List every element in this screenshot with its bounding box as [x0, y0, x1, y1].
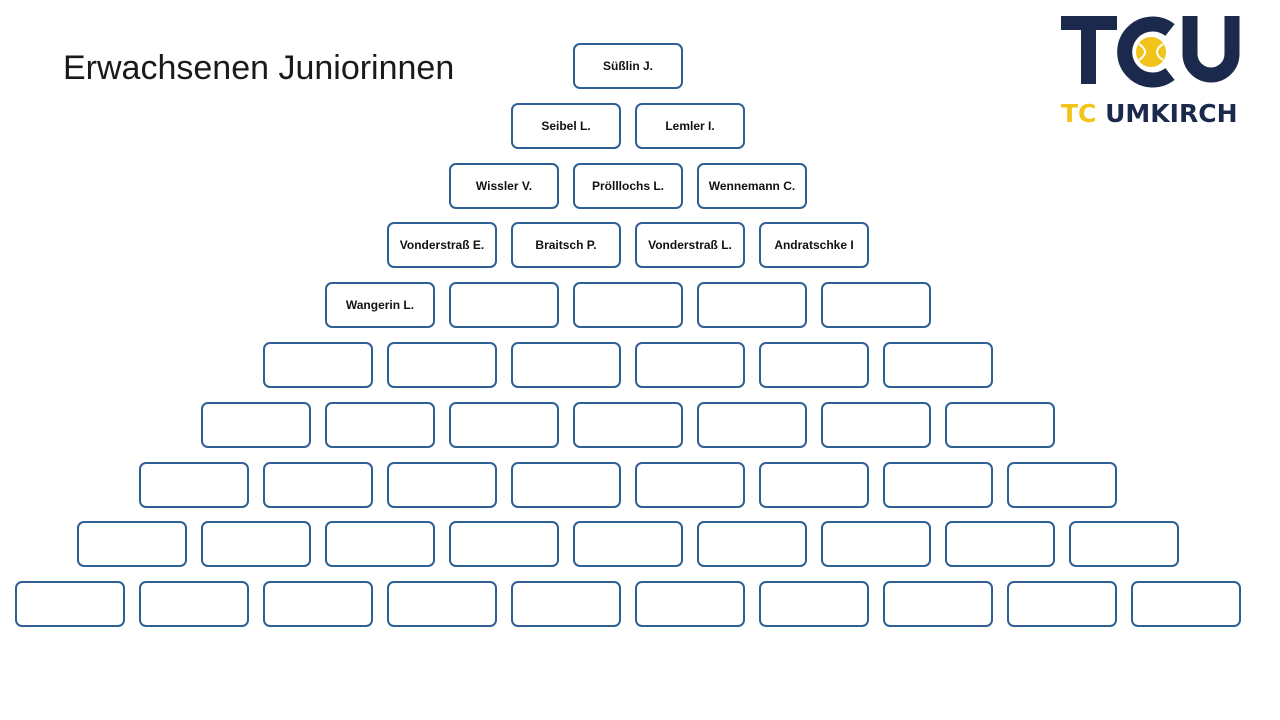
pyramid-slot: Wangerin L. — [325, 282, 435, 328]
pyramid-slot — [1131, 581, 1241, 627]
pyramid-slot — [821, 521, 931, 567]
page-title: Erwachsenen Juniorinnen — [63, 49, 455, 87]
pyramid-slot — [77, 521, 187, 567]
pyramid-slot — [449, 282, 559, 328]
pyramid-slot: Andratschke I — [759, 222, 869, 268]
pyramid-slot — [945, 521, 1055, 567]
pyramid-slot — [697, 521, 807, 567]
pyramid-slot — [387, 342, 497, 388]
pyramid-slot — [821, 402, 931, 448]
pyramid-slot — [883, 342, 993, 388]
pyramid-slot — [15, 581, 125, 627]
pyramid-slot — [883, 581, 993, 627]
pyramid-slot — [759, 462, 869, 508]
club-logo: TC UMKIRCH — [1058, 14, 1268, 128]
pyramid-slot — [511, 342, 621, 388]
pyramid-slot: Wissler V. — [449, 163, 559, 209]
pyramid-slot — [325, 521, 435, 567]
pyramid-slot: Vonderstraß L. — [635, 222, 745, 268]
pyramid-slot — [387, 462, 497, 508]
pyramid-slot — [573, 282, 683, 328]
pyramid-slot: Braitsch P. — [511, 222, 621, 268]
pyramid-slot — [821, 282, 931, 328]
pyramid-slot: Vonderstraß E. — [387, 222, 497, 268]
pyramid-slot — [1007, 462, 1117, 508]
logo-name-suffix: UMKIRCH — [1105, 99, 1238, 128]
pyramid-slot: Seibel L. — [511, 103, 621, 149]
pyramid-slot — [759, 342, 869, 388]
pyramid-slot — [387, 581, 497, 627]
logo-mark — [1061, 16, 1240, 88]
pyramid-slot — [325, 402, 435, 448]
pyramid-slot: Süßlin J. — [573, 43, 683, 89]
pyramid-slot — [449, 521, 559, 567]
pyramid-slot: Wennemann C. — [697, 163, 807, 209]
pyramid-slot — [635, 342, 745, 388]
pyramid-slot — [697, 402, 807, 448]
pyramid-slot — [139, 462, 249, 508]
pyramid-slot — [139, 581, 249, 627]
pyramid-slot — [449, 402, 559, 448]
pyramid-slot — [1069, 521, 1179, 567]
pyramid-slot — [697, 282, 807, 328]
pyramid-slot — [635, 581, 745, 627]
pyramid-slot — [263, 462, 373, 508]
pyramid-slot — [573, 402, 683, 448]
pyramid-slot — [945, 402, 1055, 448]
pyramid-slot — [635, 462, 745, 508]
pyramid-slot — [201, 402, 311, 448]
pyramid-slot — [511, 581, 621, 627]
pyramid-slot — [759, 581, 869, 627]
pyramid-slot — [1007, 581, 1117, 627]
logo-name: TC UMKIRCH — [1061, 99, 1238, 129]
pyramid-slot — [263, 342, 373, 388]
pyramid-slot: Lemler I. — [635, 103, 745, 149]
pyramid-slot — [201, 521, 311, 567]
pyramid-slot — [883, 462, 993, 508]
pyramid-slot — [573, 521, 683, 567]
pyramid-slot — [511, 462, 621, 508]
logo-name-prefix: TC — [1061, 99, 1097, 128]
pyramid-slot — [263, 581, 373, 627]
pyramid-slot: Prölllochs L. — [573, 163, 683, 209]
tennis-ball-icon — [1136, 37, 1166, 67]
